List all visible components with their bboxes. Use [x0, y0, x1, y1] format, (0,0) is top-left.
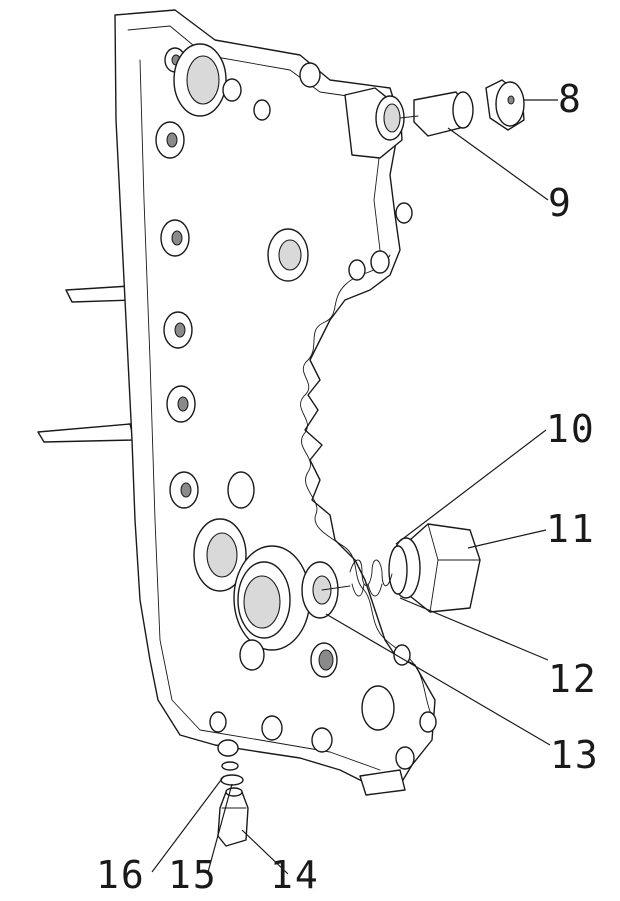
valve-seat: [233, 545, 311, 651]
callout-11: 11: [546, 507, 596, 551]
callout-16: 16: [96, 853, 146, 897]
part-8-cap: [485, 79, 558, 131]
left-tab-lower: [37, 423, 135, 443]
lower-boss-a: [239, 639, 265, 671]
bottom-tab: [359, 769, 406, 796]
top-bore: [173, 43, 321, 121]
bolt-hole-bottom: [261, 715, 283, 741]
callout-13: 13: [550, 733, 600, 777]
bolt-hole-bottom-right: [419, 711, 437, 733]
mid-plug-inner: [278, 239, 302, 271]
callout-10: 10: [546, 407, 596, 451]
lower-boss-b-hole: [318, 649, 334, 671]
leader-15: [207, 783, 233, 873]
callout-15: 15: [168, 853, 218, 897]
part-9-sleeve: [399, 91, 549, 201]
left-bolt-bosses: [155, 47, 199, 509]
lower-boss-c: [361, 685, 395, 731]
part-12-spring: [349, 559, 549, 661]
bolt-hole-bottom-2: [311, 727, 333, 753]
callout-9: 9: [548, 181, 573, 225]
small-plug: [227, 471, 255, 509]
part-13-valve: [301, 561, 551, 746]
gasket-line: [300, 254, 433, 717]
part-11-plug: [391, 523, 547, 613]
bolt-hole-right: [393, 644, 411, 666]
part-14-drain-plug: [217, 787, 289, 875]
cover-plate: [37, 9, 437, 796]
bolt-hole-bottom-3: [395, 746, 415, 770]
lower-left-bore: [193, 518, 247, 592]
part-10-washer: [388, 429, 547, 595]
callout-8: 8: [558, 77, 583, 121]
drain-port: [217, 739, 239, 757]
callout-14: 14: [270, 853, 320, 897]
leader-16: [151, 775, 225, 873]
plate-flange: [127, 25, 381, 771]
bolt-hole-bottom-left: [209, 711, 227, 733]
callout-12: 12: [548, 657, 598, 701]
plate-outline: [114, 9, 436, 791]
upper-right-boss: [344, 87, 413, 281]
part-16-gasket: [221, 761, 239, 771]
callout-labels: 8 9 10 11 12 13 16 15 14: [96, 77, 600, 897]
